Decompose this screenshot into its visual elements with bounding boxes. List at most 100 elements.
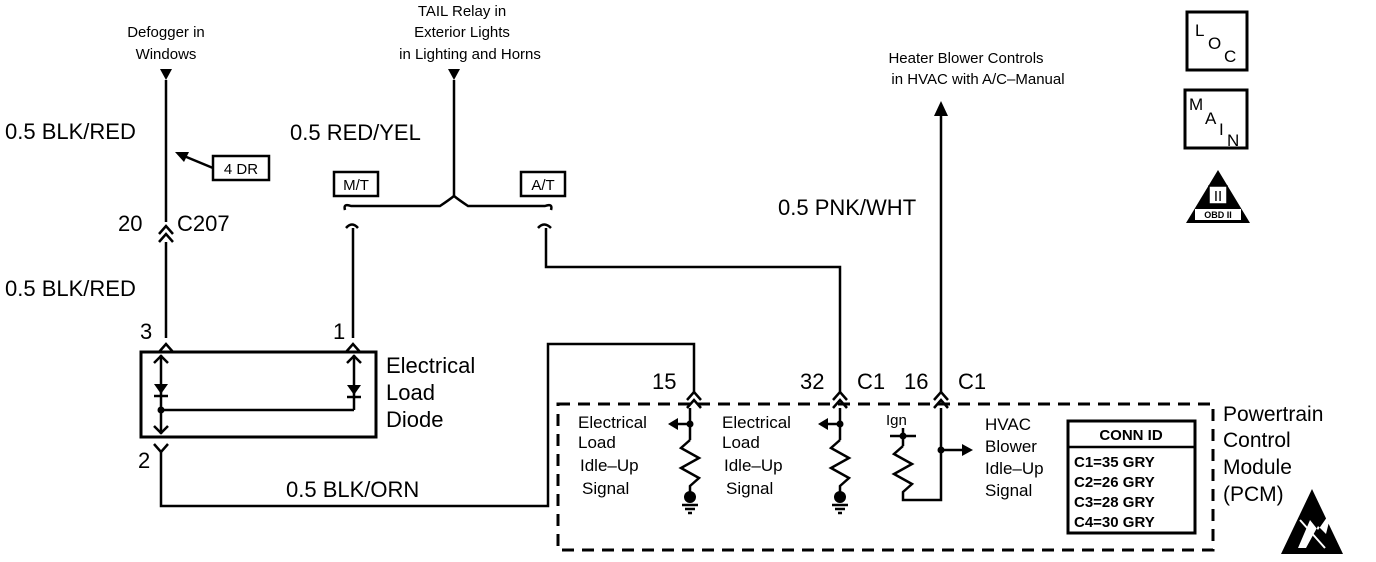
conn-id-table: CONN ID C1=35 GRY C2=26 GRY C3=28 GRY C4… [1066,419,1197,535]
circuit2-label-line2: Load [722,433,760,452]
wire-label-blk-red-top: 0.5 BLK/RED [5,119,136,144]
arrow-icon [153,425,169,435]
electrical-load-diode: 3 1 2 Electrical Load Diode [138,319,475,473]
circuit1-label-line3: Idle–Up [580,456,639,475]
main-icon-letter: N [1227,131,1239,150]
loc-icon-letter: L [1195,21,1204,40]
wire-label-red-yel: 0.5 RED/YEL [290,120,421,145]
connector-chevron-icon [686,390,702,401]
circuit1-label-line4: Signal [582,479,629,498]
main-icon-letter: A [1205,109,1217,128]
conn-id-row: C3=28 GRY [1074,494,1155,511]
pcm-pin-32: 32 [800,369,824,394]
diode-pin-1: 1 [333,319,345,344]
diode-label-line3: Diode [386,407,443,432]
arrow-down-icon [448,69,460,80]
diode-pin-2: 2 [138,448,150,473]
tail-relay-label-line3: in Lighting and Horns [399,46,541,63]
pcm-title-line1: Powertrain [1223,403,1323,426]
wire-segment [159,342,696,508]
tag-4dr-label: 4 DR [224,161,258,178]
wire-label-blk-red-bottom: 0.5 BLK/RED [5,276,136,301]
circuit3-label-line2: Blower [985,437,1037,456]
wire-pnk-wht [934,101,948,392]
tag-leader [183,154,214,170]
ign-label: Ign [886,412,907,429]
connector-chevron-icon [832,398,848,409]
wire-label-pnk-wht: 0.5 PNK/WHT [778,195,916,220]
four-door-tag: 4 DR [175,152,271,182]
main-icon-letter: I [1219,120,1224,139]
circuit3-label-line1: HVAC [985,415,1031,434]
conn-id-row: C1=35 GRY [1074,454,1155,471]
tag-at-label: A/T [531,177,554,194]
defogger-reference: Defogger in Windows [127,24,205,80]
connector-chevron-icon [832,390,848,401]
heater-label-line2: in HVAC with A/C–Manual [891,71,1064,88]
connector-chevron-icon [933,390,949,401]
pcm-dashed-border [556,402,1215,552]
defogger-label-line1: Defogger in [127,24,205,41]
circuit1-label-line2: Load [578,433,616,452]
pcm-title-line3: Module [1223,456,1292,479]
conn-id-header: CONN ID [1099,427,1163,444]
diode-symbol-icon [154,384,168,394]
obd-inner-box [1208,185,1228,205]
splice-dot [899,432,907,440]
conn-id-row: C2=26 GRY [1074,474,1155,491]
resistor-icon [891,408,943,502]
loc-icon-letter: O [1208,34,1221,53]
diode-label-line1: Electrical [386,353,475,378]
connector-chevron-icon [686,398,702,409]
ground-node [684,491,696,503]
circuit2-label-line4: Signal [726,479,773,498]
pcm-pin-16: 16 [904,369,928,394]
heater-label-line1: Heater Blower Controls [888,50,1043,67]
arrow-left-icon [818,418,828,430]
conn-id-box [1066,419,1197,535]
circuit2-label-line1: Electrical [722,413,791,432]
ground-node [834,491,846,503]
splice-dot [157,406,165,414]
wire-splice [343,194,553,211]
tag-mt-label: M/T [343,177,369,194]
arrow-left-icon [668,418,678,430]
connector-cap-icon [537,223,552,229]
connector-chevron-icon [933,398,949,409]
conn-id-row: C4=30 GRY [1074,514,1155,531]
esd-triangle [1281,489,1343,554]
resistor-icon [828,439,852,494]
tail-relay-reference: TAIL Relay in Exterior Lights in Lightin… [399,3,541,80]
wire-blk-red [158,80,174,353]
wire-segment [544,228,842,392]
pcm-title-line4: (PCM) [1223,483,1284,506]
main-icon-letter: M [1189,95,1203,114]
arrow-right-icon [962,444,973,456]
connector-chevron-icon [153,443,169,454]
pcm-pin-32-connector: C1 [857,369,885,394]
main-icon: M A I N [1183,88,1249,150]
connector-chevron-icon [158,342,174,353]
circuit1-label-line1: Electrical [578,413,647,432]
circuit3-label-line4: Signal [985,481,1032,500]
resistor-icon [678,439,702,494]
loc-icon-letter: C [1224,47,1236,66]
esd-slash [1299,519,1326,549]
connector-cap-icon [345,223,359,229]
circuit2-label-line3: Idle–Up [724,456,783,475]
loc-icon: L O C [1185,10,1249,72]
circuit3-label-line3: Idle–Up [985,459,1044,478]
arrow-icon [175,152,189,162]
diode-symbol-icon [347,385,361,395]
arrow-icon [153,354,169,364]
obd-ii-roman: II [1214,188,1222,205]
pcm-pin-15: 15 [652,369,676,394]
wire-red-yel: M/T A/T [332,80,842,392]
diode-label-line2: Load [386,380,435,405]
obd-ii-label: OBD II [1204,210,1232,220]
diode-pin-3: 3 [140,319,152,344]
connector-chevron-icon [158,224,174,235]
obd-ii-icon: II OBD II [1186,170,1250,223]
main-icon-box [1183,88,1249,150]
